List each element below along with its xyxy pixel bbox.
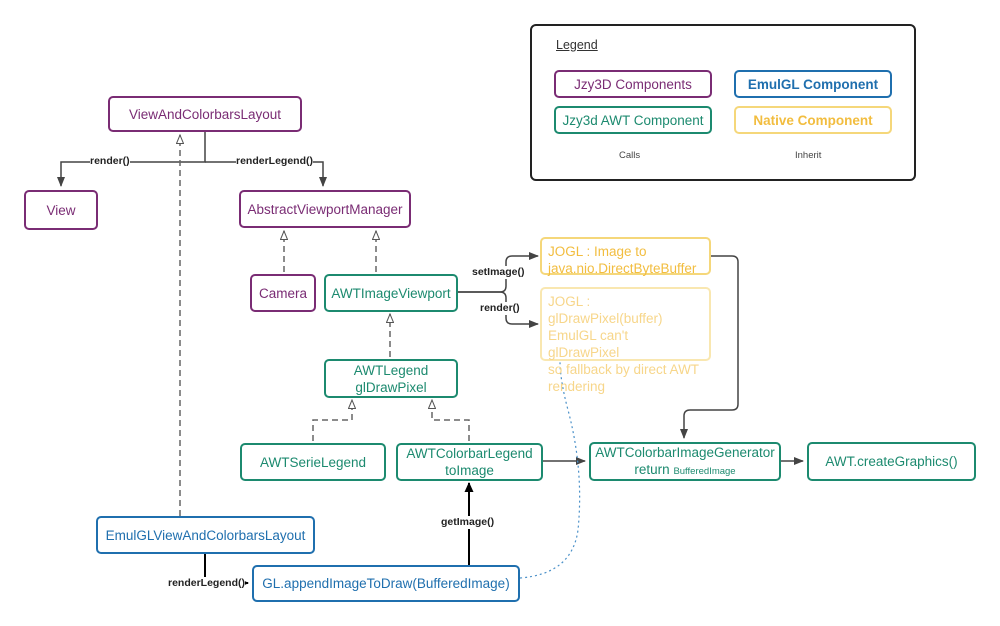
node-awt-colorbar-legend-line2: toImage	[445, 463, 494, 478]
legend-calls-label: Calls	[617, 150, 643, 162]
node-generator-line1: AWTColorbarImageGenerator	[595, 444, 775, 460]
node-awt-legend: AWTLegend glDrawPixel	[324, 359, 458, 398]
legend-native-component: Native Component	[734, 106, 892, 134]
edge-label-get-image: getImage()	[441, 516, 495, 529]
edge-label-render-legend-emulgl: renderLegend()	[168, 577, 246, 590]
legend-emulgl-component: EmulGL Component	[734, 70, 892, 98]
edge-label-render-legend: renderLegend()	[236, 155, 314, 168]
node-awt-image-viewport: AWTImageViewport	[324, 274, 458, 312]
node-emulgl-view-and-colorbars-layout: EmulGLViewAndColorbarsLayout	[96, 516, 315, 554]
node-generator-type: BufferedImage	[673, 465, 736, 477]
node-jogl-draw-line4: rendering	[548, 379, 606, 394]
node-gl-append-image-to-draw: GL.appendImageToDraw(BufferedImage)	[252, 565, 520, 602]
node-generator-line2: return BufferedImage	[634, 461, 735, 480]
edge-jogl-image-to-generator	[680, 255, 739, 439]
node-awt-colorbar-image-generator: AWTColorbarImageGenerator return Buffere…	[589, 442, 781, 481]
node-camera: Camera	[250, 274, 316, 312]
legend-panel	[530, 24, 916, 181]
node-awt-create-graphics: AWT.createGraphics()	[807, 442, 976, 481]
edge-inherit-awt-colorbar-legend	[432, 400, 470, 441]
node-view: View	[24, 190, 98, 230]
node-jogl-draw-line1: JOGL : glDrawPixel(buffer)	[548, 294, 663, 326]
node-awt-serie-legend: AWTSerieLegend	[240, 443, 386, 481]
edge-label-render-viewport: render()	[480, 302, 520, 315]
node-awt-colorbar-legend: AWTColorbarLegend toImage	[396, 443, 543, 481]
node-jogl-image-line2: java.nio.DirectByteBuffer	[548, 261, 697, 276]
node-generator-return: return	[634, 461, 670, 477]
legend-jzy3d-awt-component: Jzy3d AWT Component	[554, 106, 712, 134]
node-jogl-gldrawpixel: JOGL : glDrawPixel(buffer) EmulGL can't …	[540, 287, 711, 394]
edge-label-set-image: setImage()	[472, 266, 525, 279]
legend-title: Legend	[556, 38, 598, 52]
node-awt-legend-line2: glDrawPixel	[355, 379, 427, 395]
node-view-and-colorbars-layout: ViewAndColorbarsLayout	[108, 96, 302, 132]
edge-inherit-awt-serie-legend	[312, 400, 352, 441]
node-jogl-image-to-buffer: JOGL : Image to java.nio.DirectByteBuffe…	[540, 237, 711, 276]
edge-render-view	[57, 132, 206, 187]
edge-label-render: render()	[90, 155, 130, 168]
node-jogl-image-line1: JOGL : Image to	[548, 244, 647, 259]
node-awt-colorbar-legend-line1: AWTColorbarLegend	[406, 446, 533, 461]
node-abstract-viewport-manager: AbstractViewportManager	[239, 190, 411, 228]
legend-jzy3d-components: Jzy3D Components	[554, 70, 712, 98]
node-jogl-draw-line3: so fallback by direct AWT	[548, 362, 700, 377]
legend-inherit-label: Inherit	[793, 150, 824, 162]
node-jogl-draw-line2: EmulGL can't glDrawPixel	[548, 328, 629, 360]
node-awt-legend-line1: AWTLegend	[353, 362, 429, 378]
